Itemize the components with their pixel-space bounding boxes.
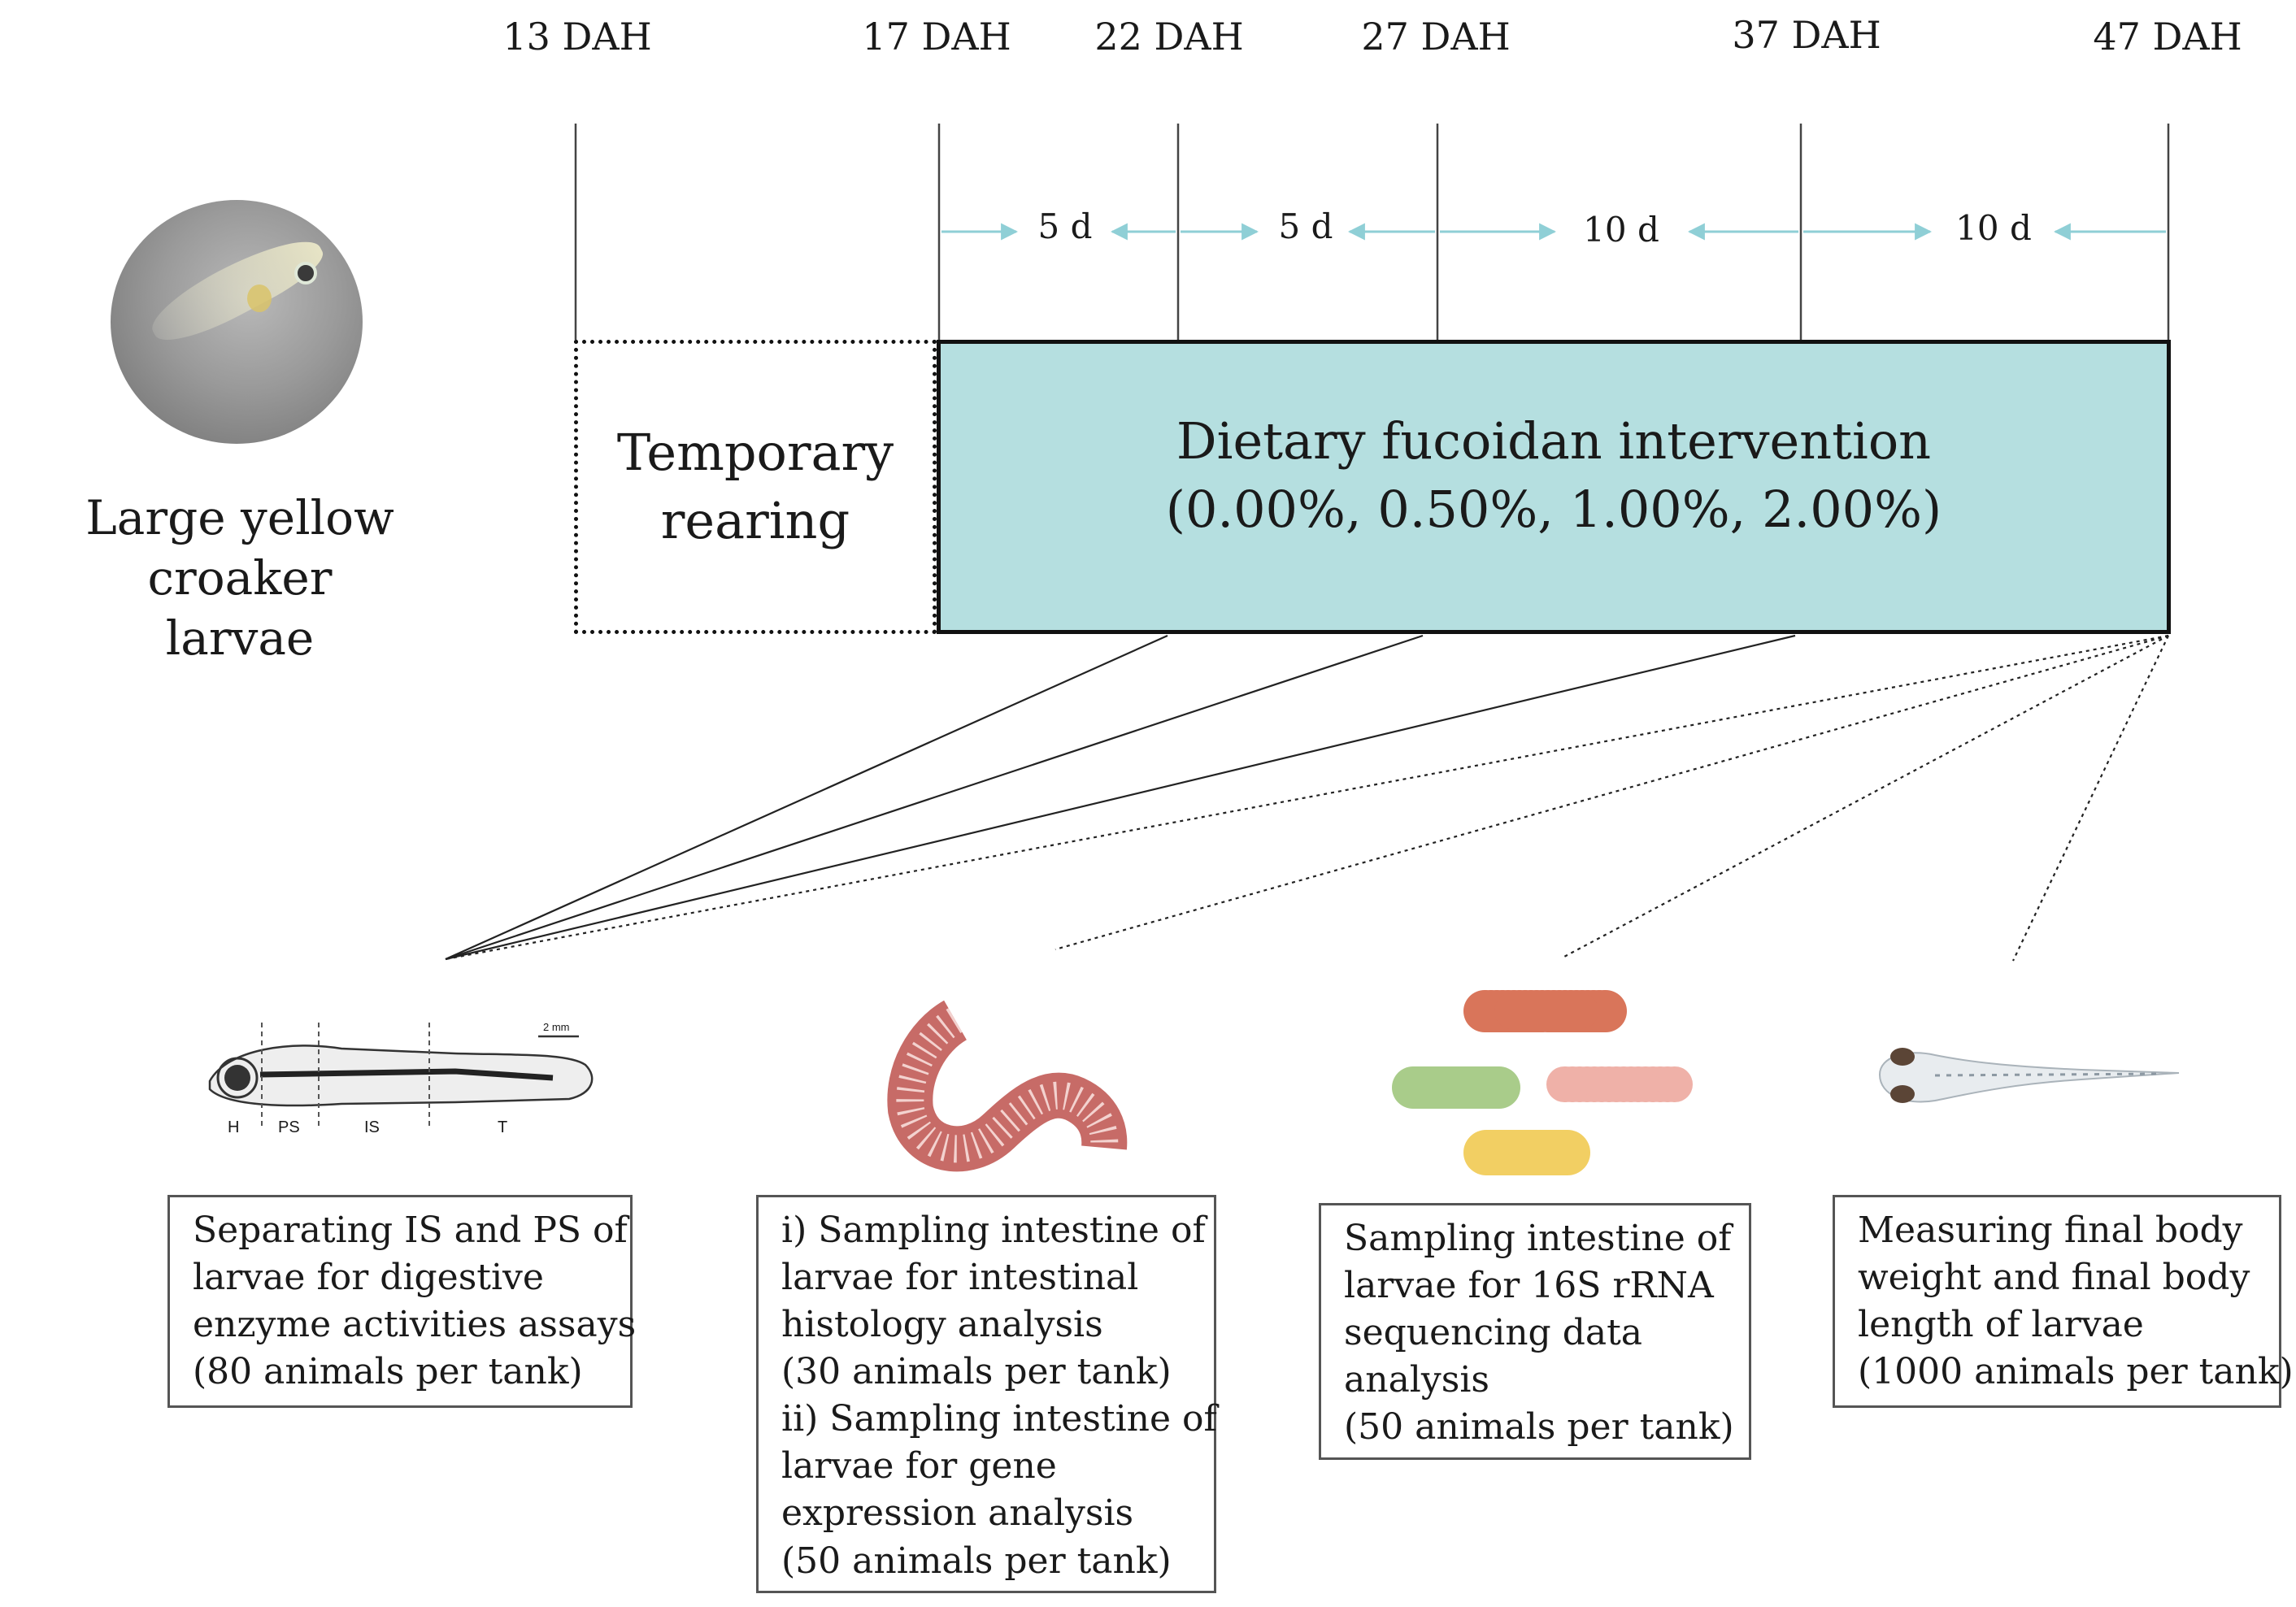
larva-topview-notochord <box>1934 1072 2163 1077</box>
subject-label-line: Large yellow croaker <box>85 490 394 606</box>
outcome-line: Separating IS and PS of <box>193 1210 628 1251</box>
connector-line <box>445 634 1168 961</box>
interval-label-27-37: 10 d <box>1578 210 1664 250</box>
larva-eye-ring <box>216 1057 259 1099</box>
outcome-line: enzyme activities assays <box>193 1304 637 1346</box>
outcome-line: ii) Sampling intestine of <box>781 1398 1217 1440</box>
larva-eye <box>224 1065 250 1091</box>
outcome-line: Measuring final body <box>1858 1210 2243 1251</box>
intervention-title: Dietary fucoidan intervention <box>1176 411 1932 471</box>
bacterium-green <box>1392 1066 1520 1109</box>
day-label-27: 27 DAH <box>1361 15 1511 59</box>
outcome-line: expression analysis <box>781 1492 1134 1535</box>
outcome-line: Sampling intestine of <box>1344 1218 1732 1259</box>
outcome-line: larvae for digestive <box>193 1257 544 1299</box>
subject-label: Large yellow croaker larvae <box>0 488 480 669</box>
outcome-line: larvae for gene <box>781 1445 1057 1488</box>
larva-topview-eye <box>1890 1048 1915 1066</box>
outcome-line: sequencing data <box>1344 1312 1643 1354</box>
day-label-13: 13 DAH <box>502 15 652 59</box>
larva-topview-illustration <box>1878 1048 2180 1103</box>
larva-anatomy-illustration <box>208 1023 594 1130</box>
intervention-doses: (0.00%, 0.50%, 1.00%, 2.00%) <box>1165 479 1942 539</box>
interval-label-37-47: 10 d <box>1950 208 2037 248</box>
larva-outline <box>208 1045 594 1107</box>
outcome-line: histology analysis <box>781 1304 1103 1346</box>
temporary-rearing-box: Temporary rearing <box>574 340 937 634</box>
connector-line <box>445 634 2169 961</box>
outcome-line: larvae for intestinal <box>781 1257 1139 1299</box>
connector-line <box>1055 634 2169 951</box>
outcome-line: (50 animals per tank) <box>781 1540 1172 1582</box>
outcome-box-16s-sequencing: Sampling intestine of larvae for 16S rRN… <box>1319 1203 1751 1460</box>
outcome-line: weight and final body <box>1858 1257 2250 1299</box>
region-label-h: H <box>228 1118 240 1136</box>
connector-line <box>445 634 1424 961</box>
larva-photo-eye <box>294 262 317 284</box>
interval-label-22-27: 5 d <box>1273 206 1338 246</box>
outcome-line: analysis <box>1344 1359 1489 1401</box>
outcome-line: length of larvae <box>1858 1304 2144 1346</box>
larva-gut <box>259 1068 554 1081</box>
larva-topview-body <box>1878 1052 2180 1103</box>
bacterium-pink <box>1546 1066 1693 1102</box>
connector-line <box>2012 635 2169 962</box>
intestine-illustration <box>887 1000 1128 1172</box>
outcome-box-growth-measurement: Measuring final body weight and final bo… <box>1833 1195 2294 1408</box>
bacterium-body <box>1494 993 1598 1029</box>
intervention-box: Dietary fucoidan intervention (0.00%, 0.… <box>937 340 2171 634</box>
connector-line <box>1562 635 2169 958</box>
larva-photo-body <box>142 224 331 355</box>
sampling-connectors <box>445 634 2169 962</box>
outcome-box-histology-gene-expression: i) Sampling intestine of larvae for inte… <box>756 1195 1217 1593</box>
region-label-t: T <box>498 1118 508 1136</box>
bacterium-yellow <box>1463 1130 1590 1175</box>
day-label-17: 17 DAH <box>862 15 1011 59</box>
outcome-line: (1000 animals per tank) <box>1858 1351 2294 1393</box>
intestine-shape <box>887 1000 1128 1172</box>
outcome-line: i) Sampling intestine of <box>781 1210 1206 1251</box>
outcome-line: (50 animals per tank) <box>1344 1406 1734 1448</box>
day-label-22: 22 DAH <box>1094 15 1244 59</box>
day-label-37: 37 DAH <box>1732 13 1881 57</box>
day-label-47: 47 DAH <box>2093 15 2242 59</box>
outcome-line: (30 animals per tank) <box>781 1351 1172 1393</box>
region-label-ps: PS <box>278 1118 300 1136</box>
bacterium-body <box>1577 1068 1662 1101</box>
outcome-box-digestive-enzymes: Separating IS and PS of larvae for diges… <box>167 1195 637 1408</box>
region-label-is: IS <box>364 1118 380 1136</box>
interval-label-17-22: 5 d <box>1033 206 1098 246</box>
larva-photo <box>111 200 363 444</box>
temporary-rearing-line: Temporary <box>616 423 894 483</box>
bacteria-illustration <box>1392 990 1693 1175</box>
outcome-line: larvae for 16S rRNA <box>1344 1265 1714 1307</box>
scale-label: 2 mm <box>543 1021 570 1033</box>
connector-line <box>445 634 1796 961</box>
larva-photo-yolk <box>247 284 272 312</box>
subject-label-line: larvae <box>165 610 315 667</box>
larva-topview-eye <box>1890 1085 1915 1103</box>
outcome-line: (80 animals per tank) <box>193 1351 583 1393</box>
temporary-rearing-line: rearing <box>660 491 850 550</box>
bacterium-red <box>1463 990 1629 1032</box>
